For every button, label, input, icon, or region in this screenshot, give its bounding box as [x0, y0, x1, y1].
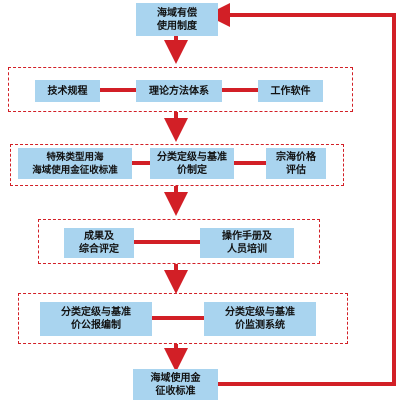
group-level4	[18, 293, 348, 344]
node-level1-1: 理论方法体系	[136, 80, 222, 102]
node-top: 海域有偿 使用制度	[136, 3, 218, 36]
node-level2-2: 宗海价格 评估	[266, 148, 326, 179]
group-level1	[8, 67, 353, 112]
node-level2-1: 分类定级与基准 价制定	[150, 148, 234, 179]
node-level1-0: 技术规程	[35, 80, 100, 102]
node-level3-0: 成果及 综合评定	[64, 228, 134, 258]
group-level2	[10, 144, 344, 186]
node-level1-2: 工作软件	[258, 80, 323, 102]
node-level4-0: 分类定级与基准 价公报编制	[40, 302, 152, 336]
node-level4-1: 分类定级与基准 价监测系统	[204, 302, 316, 336]
feedback-loop-arrow	[206, 3, 396, 386]
node-bottom: 海域使用金 征收标准	[133, 369, 218, 400]
node-level2-0: 特殊类型用海 海域使用金征收标准	[18, 148, 132, 179]
group-level3	[38, 219, 320, 264]
node-level3-1: 操作手册及 人员培训	[200, 228, 294, 258]
